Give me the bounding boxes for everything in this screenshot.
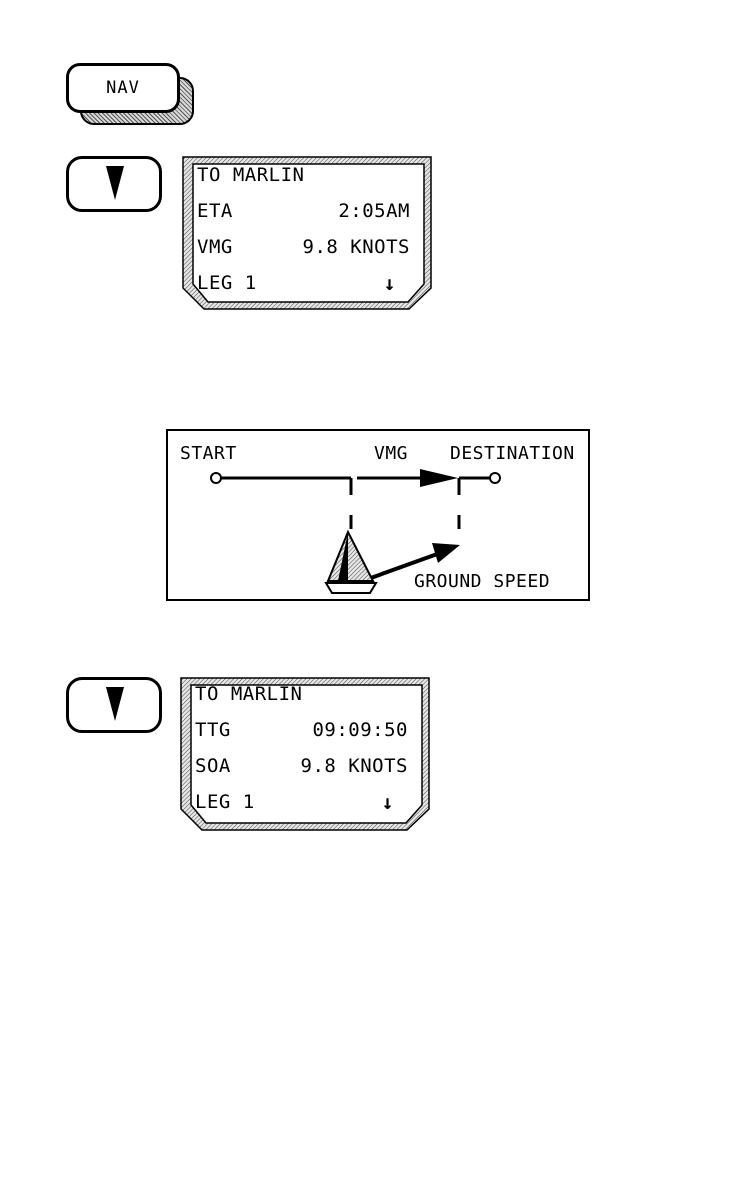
destination-name: TO MARLIN <box>197 164 304 186</box>
vmg-label: VMG <box>374 443 408 464</box>
eta-value: 2:05AM <box>338 200 410 222</box>
ttg-value: 09:09:50 <box>312 719 408 741</box>
panel-row-destination: TO MARLIN <box>197 162 410 188</box>
soa-label: SOA <box>195 755 231 777</box>
scroll-down-icon: ↓ <box>383 271 410 295</box>
sailboat-icon <box>326 532 376 593</box>
ground-speed-label: GROUND SPEED <box>414 571 550 592</box>
panel-row-ttg: TTG 09:09:50 <box>195 717 408 743</box>
leg-label: LEG 1 <box>197 272 257 294</box>
lcd-panel-eta-vmg: TO MARLIN ETA 2:05AM VMG 9.8 KNOTS LEG 1… <box>182 156 432 310</box>
vmg-diagram: START VMG DESTINATION GROUND SPEED <box>166 429 590 601</box>
nav-key-label: NAV <box>66 63 180 113</box>
panel-row-vmg: VMG 9.8 KNOTS <box>197 234 410 260</box>
soa-value: 9.8 KNOTS <box>301 755 408 777</box>
scroll-down-icon: ↓ <box>381 790 408 814</box>
start-marker <box>211 473 221 483</box>
start-label: START <box>180 443 237 464</box>
down-arrow-icon <box>69 680 159 730</box>
panel-row-leg: LEG 1 ↓ <box>195 789 408 815</box>
lcd-panel-ttg-soa: TO MARLIN TTG 09:09:50 SOA 9.8 KNOTS LEG… <box>180 677 430 831</box>
ttg-label: TTG <box>195 719 231 741</box>
eta-label: ETA <box>197 200 233 222</box>
down-arrow-icon <box>69 159 159 209</box>
nav-key[interactable]: NAV <box>66 63 192 125</box>
down-arrow-key[interactable] <box>66 156 162 212</box>
panel-row-leg: LEG 1 ↓ <box>197 270 410 296</box>
destination-marker <box>490 473 500 483</box>
down-arrow-key[interactable] <box>66 677 162 733</box>
destination-name: TO MARLIN <box>195 683 302 705</box>
panel-row-destination: TO MARLIN <box>195 681 408 707</box>
vmg-value: 9.8 KNOTS <box>303 236 410 258</box>
panel-row-eta: ETA 2:05AM <box>197 198 410 224</box>
panel-row-soa: SOA 9.8 KNOTS <box>195 753 408 779</box>
vmg-label: VMG <box>197 236 233 258</box>
leg-label: LEG 1 <box>195 791 255 813</box>
destination-label: DESTINATION <box>450 443 575 464</box>
